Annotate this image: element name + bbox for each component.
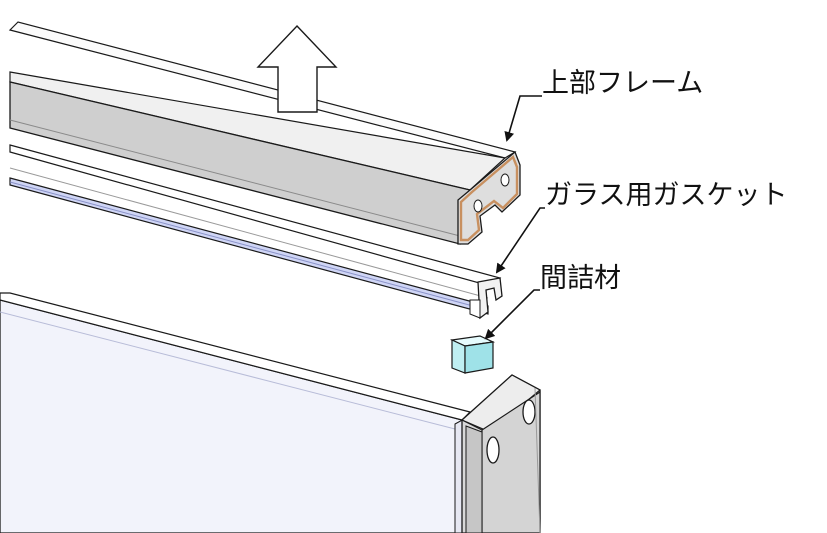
leader-top-frame xyxy=(504,95,542,142)
glass-panel xyxy=(0,292,472,533)
label-top-frame: 上部フレーム xyxy=(542,68,704,99)
side-frame xyxy=(460,374,542,533)
bolt-hole xyxy=(486,436,500,464)
up-arrow-icon xyxy=(256,24,338,113)
leader-glass-gasket xyxy=(495,207,545,274)
glass-gasket xyxy=(9,144,503,320)
label-glass-gasket: ガラス用ガスケット xyxy=(545,180,788,211)
leader-spacer xyxy=(484,289,540,340)
label-spacer: 間詰材 xyxy=(540,263,621,294)
top-frame xyxy=(8,21,521,245)
spacer-block xyxy=(449,335,496,374)
bolt-hole xyxy=(522,399,536,425)
